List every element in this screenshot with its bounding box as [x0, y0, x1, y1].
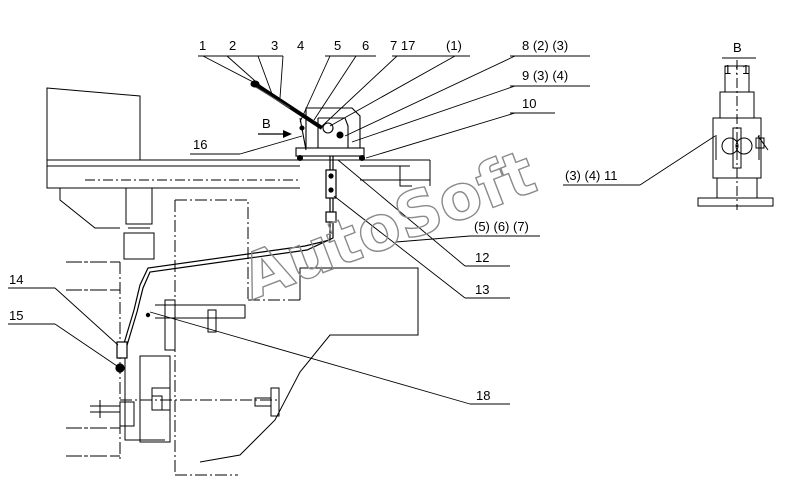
callout-16: 16: [193, 137, 207, 152]
callout-6: 6: [362, 38, 369, 53]
callout-9: 9 (3) (4): [522, 68, 568, 83]
frame-structure: [46, 87, 431, 260]
left-fittings: [66, 261, 105, 457]
view-arrow-b: [258, 130, 292, 138]
leader-lines: [8, 55, 716, 405]
callout-8: 8 (2) (3): [522, 38, 568, 53]
callout-4: 4: [297, 38, 304, 53]
callout-3: 3: [271, 38, 278, 53]
callout-10: 10: [522, 96, 536, 111]
detail-view-scale: 1 : 1: [724, 62, 749, 77]
callout-5: 5: [334, 38, 341, 53]
detail-view-title: B: [733, 40, 742, 55]
detail-view-b: [697, 57, 774, 210]
callout-18: 18: [476, 388, 490, 403]
chassis-body: [90, 267, 419, 463]
callout-5-6-7: (5) (6) (7): [474, 219, 529, 234]
callout-2: 2: [229, 38, 236, 53]
view-marker-b: B: [262, 116, 271, 131]
callout-14: 14: [9, 272, 23, 287]
callout-13: 13: [475, 282, 489, 297]
callout-12: 12: [475, 250, 489, 265]
callout-7-17: 7 17: [390, 38, 415, 53]
callout-1: 1: [199, 38, 206, 53]
brake-cable: [115, 156, 337, 373]
callout-15: 15: [9, 308, 23, 323]
chassis-outline: [70, 199, 300, 476]
callout-labels: 1 2 3 4 5 6 7 17 (1) 8 (2) (3) 9 (3) (4)…: [9, 38, 749, 403]
callout-paren-1: (1): [446, 38, 462, 53]
callout-11: (3) (4) 11: [565, 168, 618, 183]
